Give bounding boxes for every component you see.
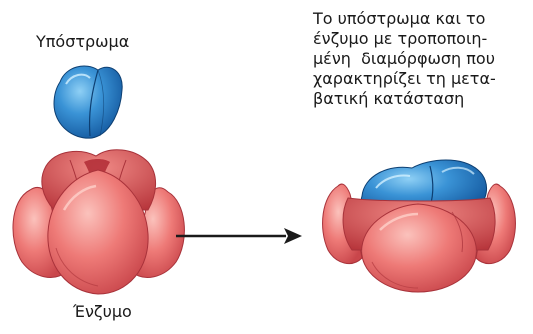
substrate-molecule: [54, 66, 122, 138]
substrate-label: Υπόστρωμα: [36, 32, 129, 52]
transition-state-caption: Το υπόστρωμα και το ένζυμο με τροποποιη-…: [313, 9, 528, 109]
caption-line: χαρακτηρίζει τη μετα-: [313, 69, 528, 89]
enzyme-molecule: [13, 150, 184, 294]
transition-state-complex: [323, 160, 516, 292]
enzyme-label: Ένζυμο: [73, 302, 132, 322]
caption-line: μένη διαμόρφωση που: [313, 49, 528, 69]
reaction-arrow: [176, 228, 302, 244]
caption-line: ένζυμο με τροποποιη-: [313, 29, 528, 49]
caption-line: βατική κατάσταση: [313, 89, 528, 109]
caption-line: Το υπόστρωμα και το: [313, 9, 528, 29]
